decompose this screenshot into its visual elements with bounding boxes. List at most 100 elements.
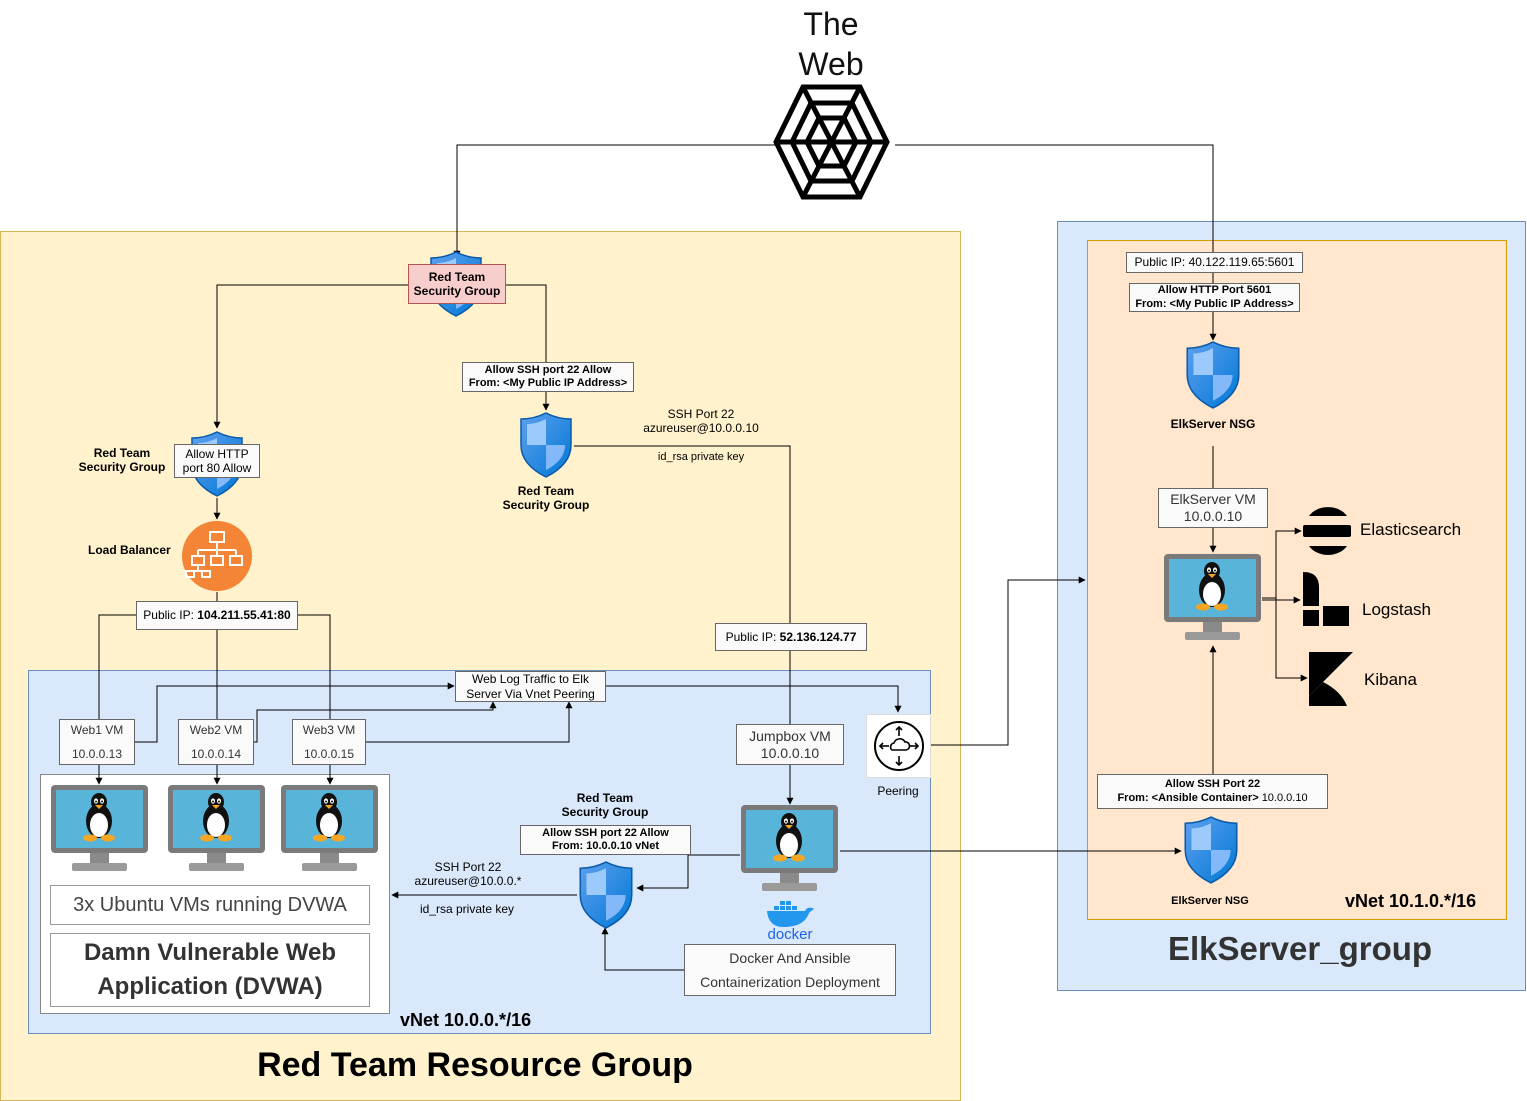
red-team-group-title: Red Team Resource Group — [257, 1046, 693, 1084]
peering-label: Peering — [877, 784, 919, 798]
elk-nsg-bottom-shield-icon[interactable] — [1182, 815, 1240, 885]
dvwa-line2: Application (DVWA) — [97, 973, 323, 1000]
inner-ssh-rule[interactable]: Allow SSH port 22 Allow From: 10.0.0.10 … — [520, 825, 691, 855]
ssh-note-key: id_rsa private key — [657, 451, 745, 463]
inner-sg-label-line2: Security Group — [561, 804, 649, 819]
elk-http-line2: From: <My Public IP Address> — [1135, 297, 1294, 310]
http-sg-label-line2: Security Group — [78, 459, 166, 474]
ssh-sg-label-line2: Security Group — [502, 497, 590, 512]
weblog-traffic-label: Web Log Traffic to Elk Server Via Vnet P… — [455, 671, 606, 702]
inner-sg-label: Red Team Security Group — [555, 791, 655, 820]
lb-ip-value: 104.211.55.41:80 — [197, 608, 291, 623]
inner-ssh-note: SSH Port 22 azureuser@10.0.0.* — [408, 860, 528, 889]
kibana-icon — [1309, 652, 1353, 706]
web1-to-weblog-line — [127, 682, 455, 743]
jumpbox-name: Jumpbox VM — [749, 727, 831, 744]
load-balancer-icon[interactable] — [181, 520, 253, 592]
red-team-sg-top[interactable]: Red Team Security Group — [408, 264, 506, 304]
peering-node[interactable] — [866, 714, 931, 778]
inner-rule-line1: Allow SSH port 22 Allow — [542, 826, 669, 839]
lb-ip-label: Public IP: — [143, 608, 198, 623]
docker-whale-icon — [767, 901, 814, 927]
web1-vm-monitor-icon[interactable] — [50, 784, 149, 874]
web3-to-weblog-line — [366, 701, 573, 743]
elk-ssh-prefix: From: <Ansible Container> — [1117, 791, 1262, 804]
web-title-line2: Web — [798, 46, 864, 82]
elk-ssh-rule[interactable]: Allow SSH Port 22 From: <Ansible Contain… — [1097, 774, 1328, 809]
ssh-sg-to-jumpbox-line — [574, 445, 791, 623]
vnet1-label: vNet 10.0.0.*/16 — [400, 1010, 532, 1030]
jump-ip-value: 52.136.124.77 — [779, 629, 857, 644]
docker-label: docker — [767, 926, 813, 943]
web3-vm-monitor-icon[interactable] — [280, 784, 379, 874]
jumpbox-vm-label[interactable]: Jumpbox VM 10.0.0.10 — [736, 724, 844, 765]
ubuntu-caption: 3x Ubuntu VMs running DVWA — [50, 885, 370, 925]
elk-nsg-bottom-label: ElkServer NSG — [1171, 895, 1249, 907]
kibana-label: Kibana — [1364, 670, 1417, 689]
ssh-note-line2: azureuser@10.0.0.10 — [643, 420, 759, 435]
load-balancer-label: Load Balancer — [88, 543, 171, 557]
elk-group-title: ElkServer_group — [1167, 930, 1433, 967]
web3-vm-ip: 10.0.0.15 — [303, 747, 355, 761]
http-sg-label: Red Team Security Group — [76, 446, 168, 475]
elk-vm-ip: 10.0.0.10 — [1183, 508, 1243, 524]
web2-vm-ip: 10.0.0.14 — [190, 747, 242, 761]
elk-vm-monitor-icon[interactable] — [1163, 553, 1262, 643]
dvwa-line1: Damn Vulnerable Web — [83, 939, 337, 966]
jumpbox-ip: 10.0.0.10 — [760, 744, 820, 761]
weblog-to-peering-line — [606, 685, 902, 713]
web-title: The Web — [780, 4, 882, 84]
elk-http-line1: Allow HTTP Port 5601 — [1157, 284, 1272, 297]
web2-vm-label[interactable]: Web2 VM 10.0.0.14 — [178, 719, 254, 765]
ssh-rule-line1: Allow SSH port 22 Allow — [484, 363, 612, 376]
lb-public-ip[interactable]: Public IP: 104.211.55.41:80 — [136, 601, 298, 630]
dvwa-title: Damn Vulnerable Web Application (DVWA) — [50, 933, 370, 1007]
http-rule[interactable]: Allow HTTP port 80 Allow — [174, 444, 260, 478]
elk-ssh-line1: Allow SSH Port 22 — [1164, 778, 1261, 791]
elk-public-ip[interactable]: Public IP: 40.122.119.65:5601 — [1126, 252, 1303, 273]
http-sg-label-line1: Red Team — [93, 446, 151, 460]
web1-vm-name: Web1 VM — [70, 723, 124, 737]
elk-vnet-label: vNet 10.1.0.*/16 — [1345, 891, 1477, 911]
weblog-line1: Web Log Traffic to Elk — [472, 672, 589, 687]
inner-sg-shield-icon[interactable] — [577, 860, 635, 930]
red-team-sg-top-line1: Red Team — [428, 269, 486, 284]
logstash-icon — [1303, 572, 1349, 626]
elk-to-elasticsearch-line — [1262, 527, 1302, 599]
web-title-line1: The — [803, 6, 859, 42]
elk-http-rule[interactable]: Allow HTTP Port 5601 From: <My Public IP… — [1129, 283, 1300, 312]
web2-to-weblog-line — [254, 701, 497, 743]
elasticsearch-icon — [1303, 507, 1351, 555]
elk-ssh-ip: 10.0.0.10 — [1261, 791, 1308, 804]
jumpbox-public-ip[interactable]: Public IP: 52.136.124.77 — [715, 623, 867, 651]
elk-vm-label[interactable]: ElkServer VM 10.0.0.10 — [1158, 488, 1268, 528]
red-sg-to-http-line — [213, 284, 409, 429]
ssh-note: SSH Port 22 azureuser@10.0.0.10 — [636, 407, 766, 436]
peering-to-elk-line — [931, 576, 1086, 746]
http-rule-line2: port 80 Allow — [182, 461, 252, 475]
ssh-rule[interactable]: Allow SSH port 22 Allow From: <My Public… — [462, 362, 634, 392]
http-rule-line1: Allow HTTP — [185, 446, 249, 461]
web2-vm-name: Web2 VM — [189, 723, 243, 737]
jumpbox-monitor-icon[interactable] — [740, 804, 839, 894]
inner-ssh-line2: azureuser@10.0.0.* — [414, 873, 522, 888]
spider-web-icon — [773, 84, 890, 200]
inner-sg-label-line1: Red Team — [576, 791, 634, 805]
ssh-sg-shield-icon[interactable] — [518, 410, 574, 480]
web1-vm-label[interactable]: Web1 VM 10.0.0.13 — [59, 719, 135, 765]
elasticsearch-label: Elasticsearch — [1360, 520, 1462, 539]
docker-box-line1: Docker And Ansible — [729, 950, 851, 966]
web2-vm-monitor-icon[interactable] — [167, 784, 266, 874]
red-sg-to-ssh-line — [506, 284, 547, 362]
jumpbox-to-inner-sg-line — [636, 854, 740, 892]
ssh-sg-label-line1: Red Team — [517, 484, 575, 498]
peering-icon — [874, 721, 924, 771]
web3-vm-label[interactable]: Web3 VM 10.0.0.15 — [292, 719, 366, 765]
docker-ansible-box[interactable]: Docker And Ansible Containerization Depl… — [684, 944, 896, 996]
elk-nsg-top-shield-icon[interactable] — [1184, 340, 1242, 410]
web-to-red-sg-line — [453, 144, 775, 258]
docker-box-line2: Containerization Deployment — [700, 974, 880, 990]
web1-vm-ip: 10.0.0.13 — [71, 747, 123, 761]
